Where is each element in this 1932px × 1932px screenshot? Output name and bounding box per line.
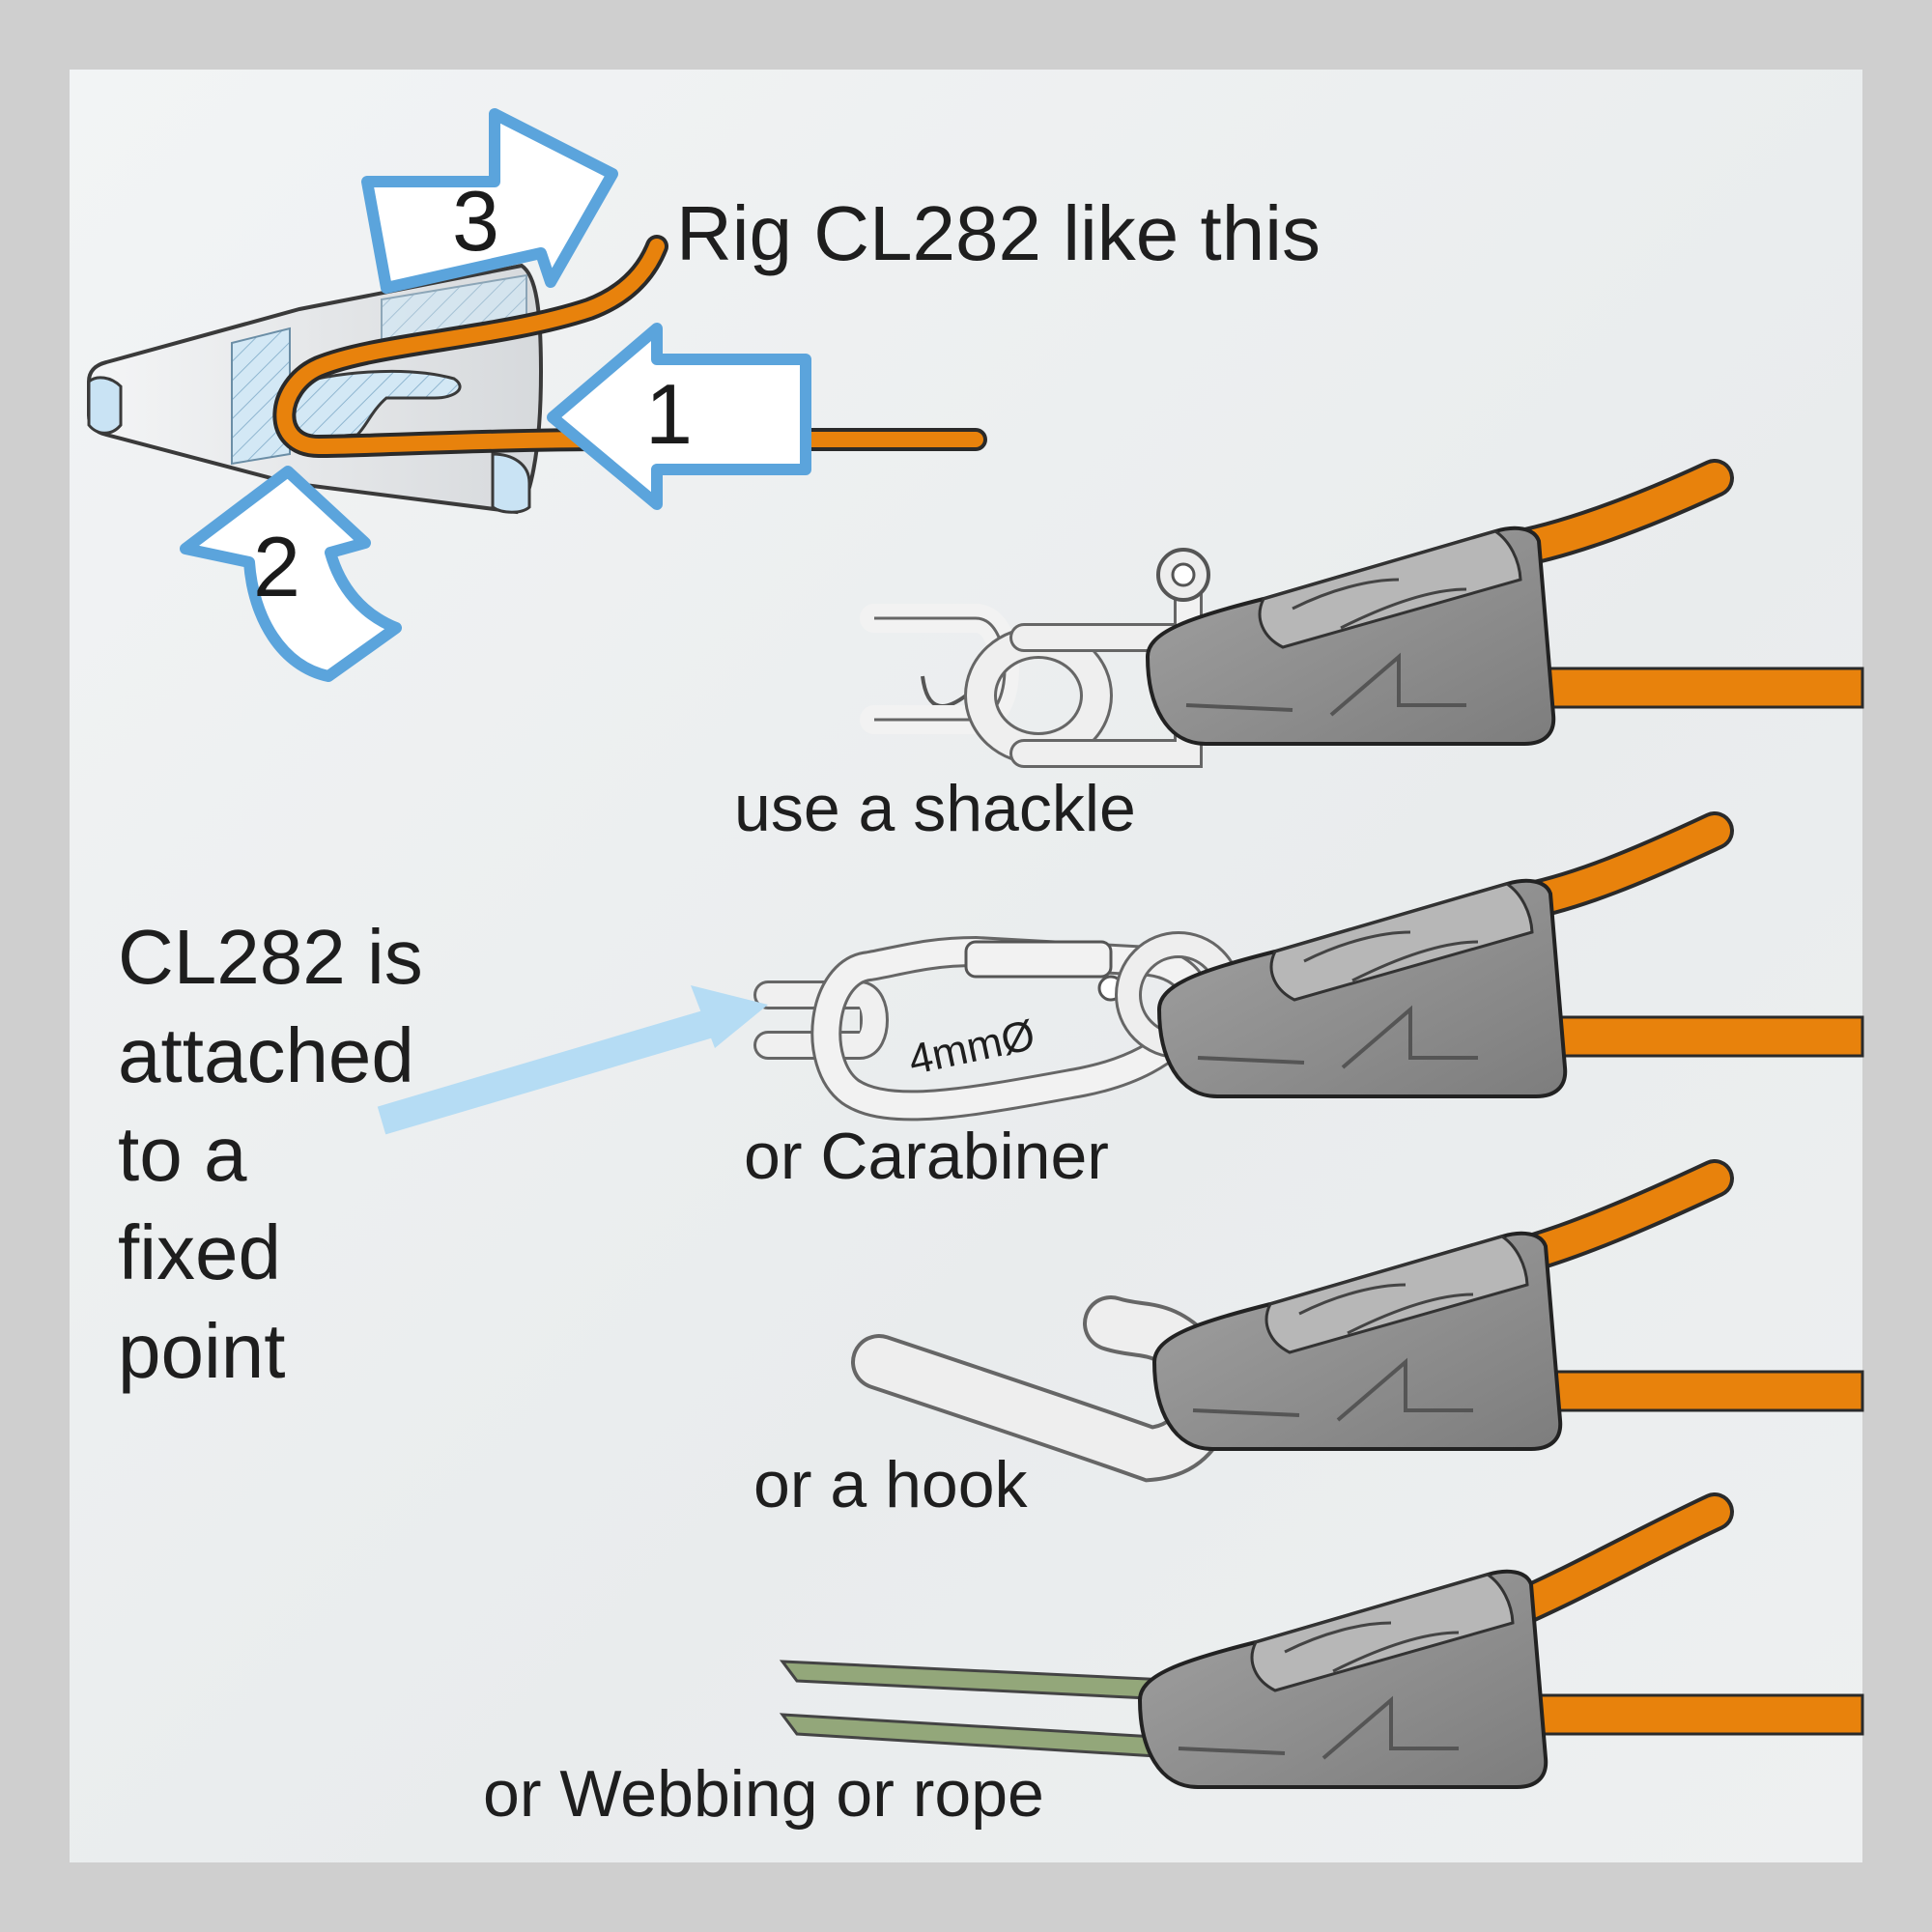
step-1-number: 1: [645, 366, 693, 462]
step-3-arrow: [361, 108, 618, 294]
step-1-arrow: [547, 323, 811, 510]
step-3-number: 3: [452, 173, 499, 269]
option-shackle-label: use a shackle: [734, 772, 1136, 845]
hint-arrow: [377, 1008, 720, 1135]
threading-diagram: [87, 108, 987, 682]
hook-rig: [851, 1159, 1864, 1483]
option-webbing-label: or Webbing or rope: [483, 1757, 1044, 1831]
option-hook-label: or a hook: [753, 1448, 1028, 1521]
attach-note: CL282 is attached to a fixed point: [118, 914, 423, 1394]
hint-arrow-head: [691, 985, 768, 1048]
step-2-arrow: [180, 466, 402, 682]
carabiner-rig: [753, 811, 1864, 1122]
shackle-rig: [860, 459, 1864, 768]
webbing-rig: [779, 1492, 1864, 1789]
page-title: Rig CL282 like this: [676, 190, 1321, 276]
step-2-number: 2: [253, 519, 300, 614]
option-carabiner-label: or Carabiner: [744, 1120, 1109, 1193]
